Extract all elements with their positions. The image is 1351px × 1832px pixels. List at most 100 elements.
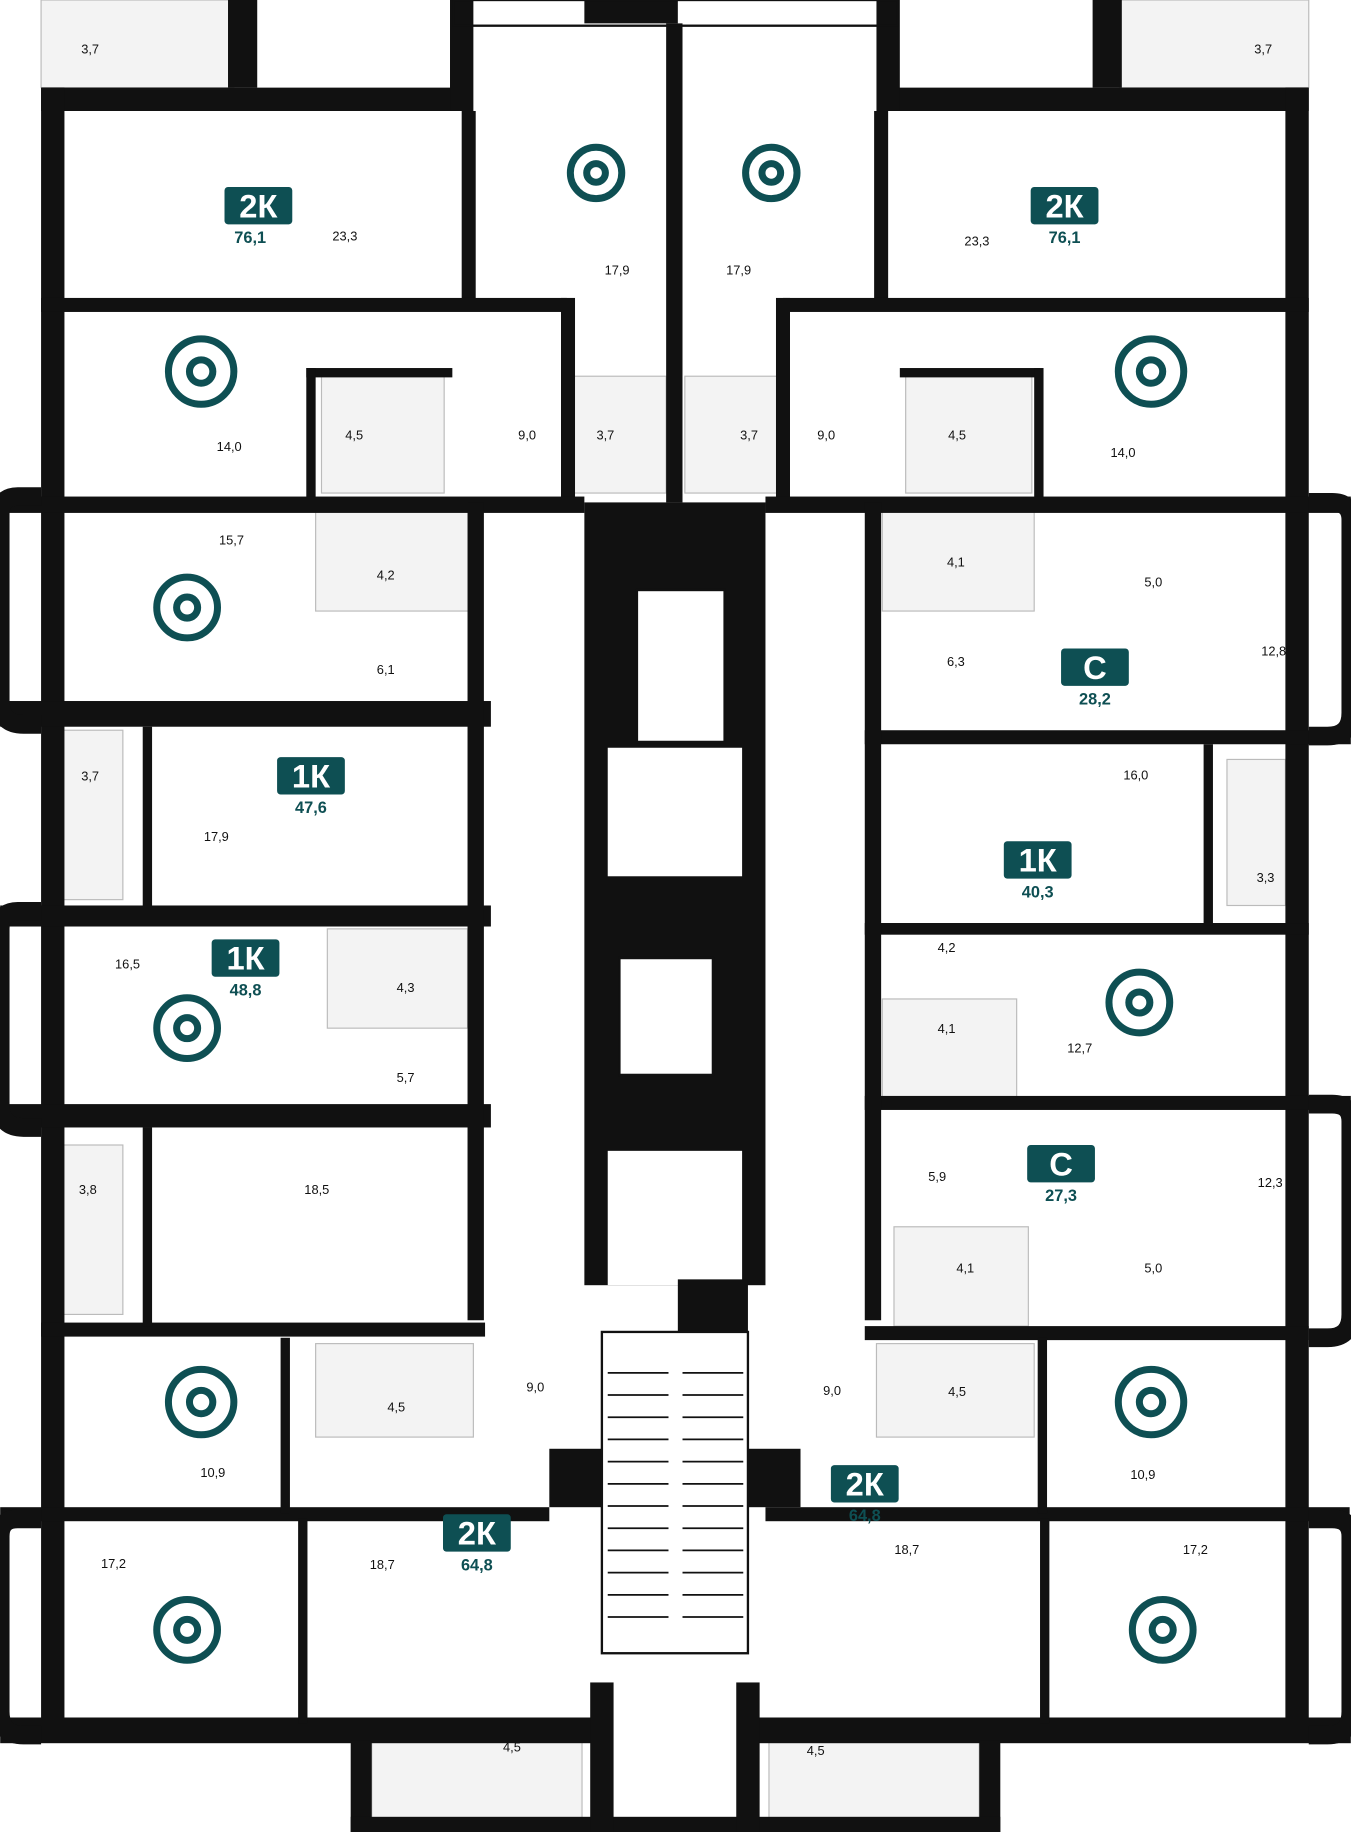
wall [864, 923, 1309, 935]
apartment-badge[interactable]: С28,2 [1061, 648, 1129, 709]
bathroom-floor [569, 375, 667, 494]
apartment-area: 76,1 [1049, 229, 1081, 247]
wall [350, 1740, 372, 1832]
bay-window-right [1308, 493, 1351, 746]
room-area: 9,0 [526, 1380, 544, 1395]
room-area: 4,2 [377, 568, 395, 583]
rug-icon [1114, 1365, 1188, 1439]
room-area: 16,5 [115, 957, 140, 972]
room-area: 3,7 [740, 427, 758, 442]
wall [864, 1326, 1309, 1341]
shaft [635, 588, 726, 744]
wall [450, 0, 474, 111]
bathroom-floor [875, 1343, 1035, 1438]
badge-background [224, 186, 293, 225]
shaft [607, 747, 743, 877]
room-area: 5,0 [1144, 575, 1162, 590]
wall [0, 1104, 491, 1128]
room-area-labels: 3,7 23,3 17,9 17,9 23,3 3,7 14,0 4,5 9,0 3,7 3,7 9,… [79, 42, 1286, 1758]
wall [280, 1337, 290, 1514]
stairs [607, 1371, 744, 1618]
bathroom-floor [881, 998, 1018, 1099]
room-area: 14,0 [217, 439, 242, 454]
room-area: 4,2 [938, 940, 956, 955]
apartment-badges: 2К76,12К76,11К47,61К48,8С28,21К40,3С27,3… [211, 186, 1129, 1574]
wall [41, 1322, 486, 1337]
wall [899, 368, 1041, 378]
rug-icons [153, 143, 1197, 1664]
wall [467, 502, 484, 1321]
room-area: 5,0 [1144, 1260, 1162, 1275]
rug-icon [1128, 1595, 1197, 1664]
room-area: 17,2 [101, 1556, 126, 1571]
wall [142, 1127, 153, 1327]
room-area: 5,7 [397, 1070, 415, 1085]
rug-icon [153, 1595, 222, 1664]
apartment-type: 2К [458, 1515, 497, 1552]
wall [1285, 87, 1309, 1736]
column [747, 1448, 801, 1508]
room-area: 9,0 [817, 427, 835, 442]
wall [142, 726, 153, 908]
apartment-area: 47,6 [295, 799, 327, 817]
bathroom-floors [315, 375, 1035, 1438]
balcony [768, 1740, 980, 1824]
apartment-type: 2К [239, 187, 278, 224]
room-area: 3,7 [1254, 42, 1272, 57]
bathroom-floor [320, 375, 445, 494]
wall [874, 110, 889, 310]
room-area: 23,3 [332, 229, 357, 244]
badge-background [277, 757, 345, 795]
bay-window-left [0, 901, 42, 1137]
apartment-badge[interactable]: С27,3 [1027, 1145, 1095, 1205]
wall [590, 1682, 614, 1832]
room-area: 3,7 [81, 42, 99, 57]
room-area: 4,5 [387, 1399, 405, 1414]
rug-icon [1114, 335, 1188, 408]
badge-background [1030, 186, 1099, 225]
column [549, 1448, 602, 1508]
room-area: 4,1 [956, 1260, 974, 1275]
wall [876, 0, 900, 111]
room-area: 12,3 [1258, 1175, 1283, 1190]
column [677, 1279, 748, 1332]
bay-window-left [0, 1509, 42, 1745]
apartment-type: 1К [1019, 842, 1058, 879]
apartment-area: 64,8 [849, 1507, 881, 1525]
room-area: 3,7 [596, 427, 614, 442]
badge-background [442, 1514, 511, 1552]
rug-icon [742, 143, 801, 203]
wall [864, 502, 882, 1321]
room-area: 6,1 [377, 662, 395, 677]
wall [775, 297, 790, 503]
apartment-type: 1К [226, 940, 265, 977]
room-area: 23,3 [964, 233, 989, 248]
wall [298, 1518, 308, 1724]
wall [41, 87, 462, 111]
room-area: 12,7 [1067, 1041, 1092, 1056]
rug-icon [153, 994, 222, 1063]
room-area: 18,7 [370, 1557, 395, 1572]
wall [1040, 1518, 1050, 1724]
room-area: 4,5 [948, 1384, 966, 1399]
room-area: 17,9 [204, 829, 229, 844]
room-area: 17,2 [1183, 1542, 1208, 1557]
room-area: 3,3 [1257, 870, 1275, 885]
wall [228, 0, 258, 88]
badge-background [211, 939, 280, 977]
wall [0, 496, 585, 513]
room-area: 14,0 [1110, 445, 1135, 460]
shaft [607, 1150, 743, 1286]
wall [765, 496, 1351, 513]
room-area: 16,0 [1123, 767, 1148, 782]
room-area: 17,9 [605, 263, 630, 278]
bay-window-right [1308, 1094, 1351, 1348]
